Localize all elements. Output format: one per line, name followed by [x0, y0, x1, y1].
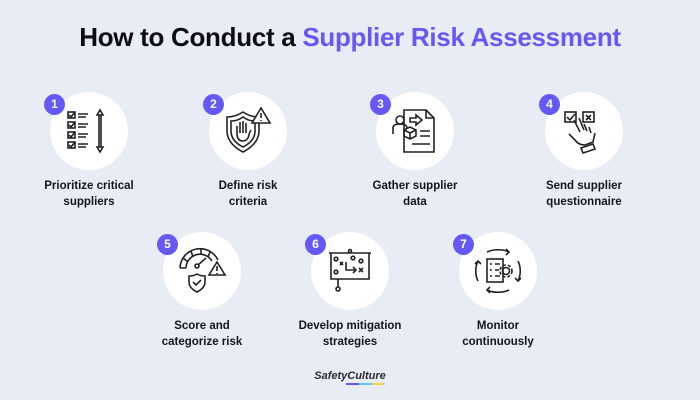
step-4-badge: 4 — [539, 94, 560, 115]
step-7-circle — [459, 232, 537, 310]
cycle-monitor-icon — [474, 248, 522, 294]
step-2-badge: 2 — [203, 94, 224, 115]
step-3-label: Gather supplier data — [372, 180, 458, 208]
step-4-label: Send supplier questionnaire — [545, 180, 623, 208]
title-prefix: How to Conduct a — [79, 22, 296, 52]
step-2-label: Define risk criteria — [218, 180, 278, 208]
step-1-label: Prioritize critical suppliers — [44, 180, 134, 208]
strategy-board-icon — [329, 248, 371, 292]
step-6-label: Develop mitigation strategies — [298, 320, 402, 348]
page-title: How to Conduct a Supplier Risk Assessmen… — [0, 22, 700, 53]
shield-hand-warning-icon — [226, 106, 272, 153]
logo-text: SafetyCulture — [314, 370, 386, 382]
logo-bars — [340, 383, 390, 385]
logo-bar-purple — [345, 383, 359, 385]
logo-bar-yellow — [371, 383, 385, 385]
step-1-badge: 1 — [44, 94, 65, 115]
gauge-shield-icon — [179, 247, 227, 293]
checklist-priority-icon — [67, 108, 105, 154]
step-5-label: Score and categorize risk — [161, 320, 243, 348]
document-supplier-icon — [392, 109, 435, 153]
logo-bar-blue — [358, 383, 372, 385]
title-accent: Supplier Risk Assessment — [302, 22, 621, 52]
brand-logo: SafetyCulture — [310, 370, 390, 385]
step-6-badge: 6 — [305, 234, 326, 255]
step-5-badge: 5 — [157, 234, 178, 255]
step-7-label: Monitor continuously — [462, 320, 534, 348]
step-3-badge: 3 — [370, 94, 391, 115]
hand-checkbox-icon — [564, 111, 597, 154]
step-7-badge: 7 — [453, 234, 474, 255]
